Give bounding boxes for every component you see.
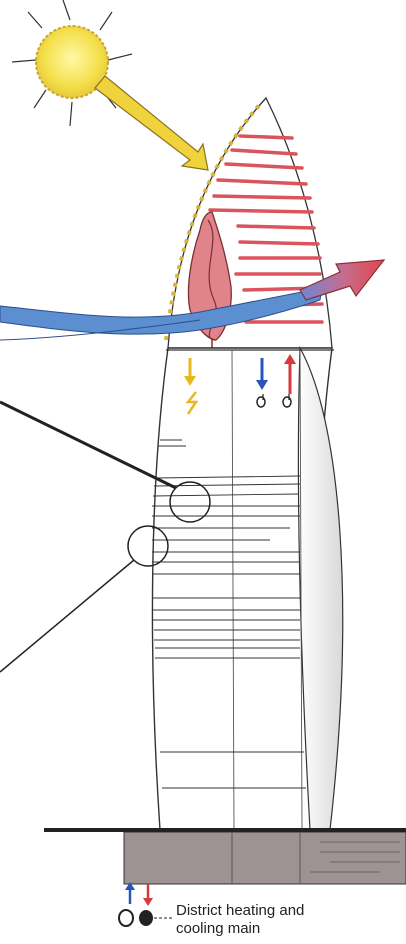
- caption-line-1: District heating and: [176, 902, 376, 920]
- district-main-pipes-icon: [119, 882, 172, 926]
- ground-plinth: [44, 830, 406, 884]
- district-main-caption: District heating and cooling main: [176, 902, 376, 938]
- caption-line-2: cooling main: [176, 920, 376, 938]
- tower-body: [152, 348, 343, 830]
- sun-ray-arrow: [95, 76, 208, 170]
- detail-callout-lower: [0, 526, 168, 672]
- sun-icon: [12, 0, 132, 126]
